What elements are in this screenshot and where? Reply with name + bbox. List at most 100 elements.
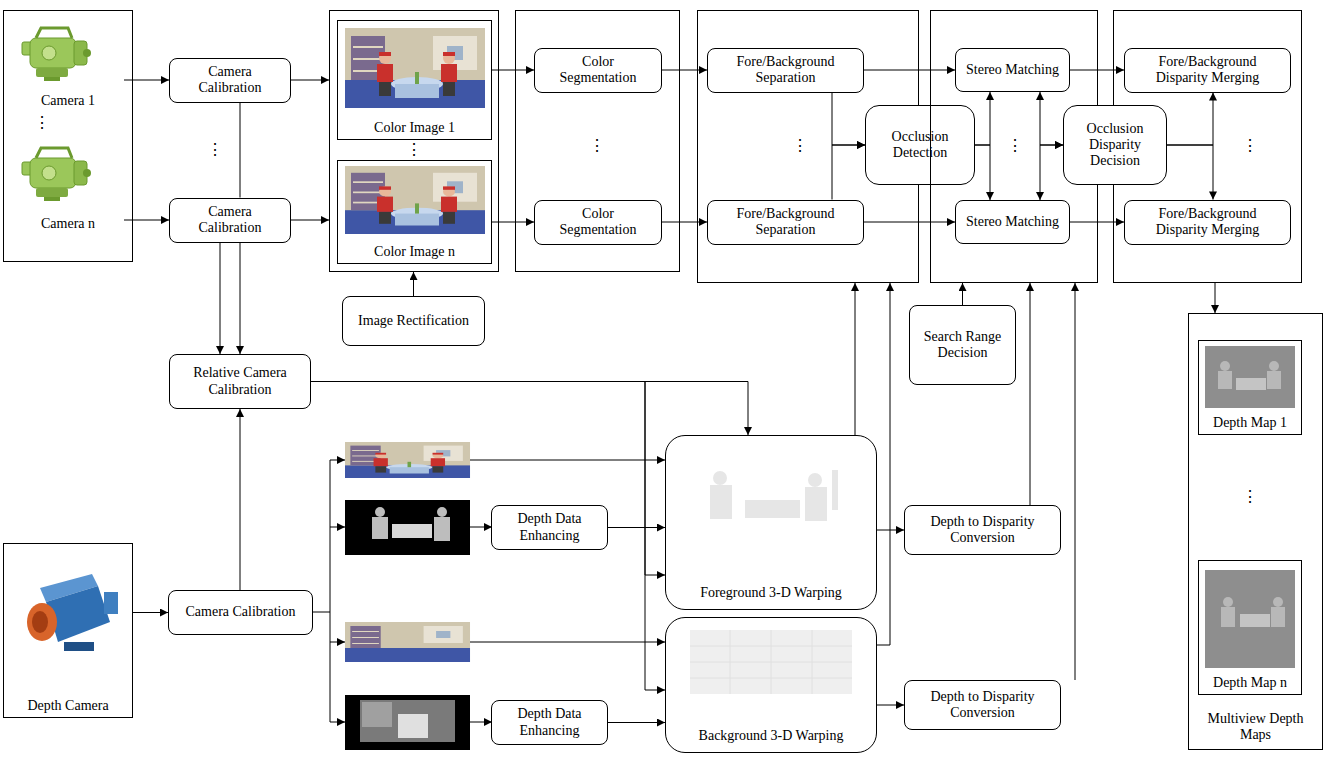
flow-arrow (1070, 222, 1124, 223)
process-box: Camera Calibration (168, 590, 313, 635)
flow-arrow (311, 382, 665, 576)
camera-icon (22, 148, 91, 201)
flow-arrow (240, 409, 241, 590)
node-text: Background 3-D Warping (699, 728, 844, 744)
feed-line (330, 722, 345, 723)
foreground-depth-thumbnail (345, 500, 470, 555)
node-text: Depth Map 1 (1213, 415, 1287, 431)
node-text: Color Segmentation (543, 54, 653, 86)
depth-map-image (1271, 607, 1285, 627)
warping-box: Background 3-D Warping (665, 617, 877, 753)
node-text: Multiview Depth Maps (1193, 711, 1318, 743)
warped-background-image (690, 630, 852, 694)
node-text: Stereo Matching (966, 214, 1059, 230)
process-box: Fore/Background Disparity Merging (1124, 200, 1291, 245)
flow-arrow (877, 530, 904, 531)
camera-icon (22, 28, 91, 81)
node-text: Search Range Decision (918, 329, 1007, 361)
flow-arrow (1215, 283, 1216, 313)
camera-group: Camera 1Camera n (3, 10, 133, 262)
node-text: Camera Calibration (178, 204, 282, 236)
node-text: Camera Calibration (185, 604, 295, 620)
foreground-depth-thumbnail (345, 500, 470, 555)
ellipsis-mark: ⋮ (589, 137, 605, 155)
warping-box: Foreground 3-D Warping (665, 435, 877, 610)
node-text: Color Segmentation (543, 206, 653, 238)
background-depth-thumbnail (362, 702, 392, 727)
depth-map-image (1223, 597, 1233, 607)
warped-foreground-image (745, 500, 800, 518)
node-text: Color Image n (374, 244, 455, 260)
depth-map-image (1236, 378, 1266, 390)
flow-arrow (855, 283, 856, 435)
flow-arrow (662, 222, 707, 223)
feed-line (330, 460, 345, 461)
image-frame: Color Image 1 (337, 20, 492, 140)
node-text: Fore/Background Separation (716, 54, 855, 86)
ellipsis-mark: ⋮ (34, 114, 50, 132)
foreground-color-thumbnail (345, 442, 470, 478)
node-text: Depth Data Enhancing (500, 511, 599, 543)
process-box: Fore/Background Separation (707, 200, 864, 245)
flow-arrow (1040, 145, 1063, 200)
flow-arrow (864, 222, 955, 223)
flow-arrow (220, 243, 221, 355)
node-text: Depth Map n (1213, 675, 1287, 691)
process-box: Camera Calibration (169, 198, 291, 243)
node-text: Depth to Disparity Conversion (913, 514, 1052, 546)
depth-camera-icon (104, 592, 118, 614)
background-depth-thumbnail (360, 700, 455, 742)
depth-map-image (1205, 570, 1295, 668)
feed-line (330, 642, 345, 643)
depth-camera-icon (27, 574, 118, 651)
node-text: Depth to Disparity Conversion (913, 689, 1052, 721)
process-box: Depth to Disparity Conversion (904, 680, 1061, 730)
flow-arrow (1030, 283, 1031, 505)
background-depth-thumbnail (345, 695, 470, 750)
depth-map-image (1269, 361, 1279, 371)
depth-camera-icon (27, 603, 57, 641)
depth-map-image (1205, 346, 1295, 408)
flow-arrow (962, 283, 963, 305)
foreground-depth-thumbnail (392, 524, 432, 538)
flow-arrow (1167, 145, 1213, 200)
depth-map: Depth Map 1 (1198, 340, 1302, 435)
flow-arrow (124, 80, 169, 81)
process-box: Fore/Background Disparity Merging (1124, 48, 1291, 93)
flow-arrow (133, 612, 168, 613)
node-text: Depth Camera (27, 698, 108, 714)
node-text: Depth Data Enhancing (500, 706, 599, 738)
node-text: Occlusion Detection (874, 129, 966, 161)
flow-arrow (291, 80, 329, 81)
feed-line (470, 642, 665, 643)
flow-arrow (608, 722, 665, 723)
flow-arrow (832, 93, 865, 146)
background-depth-thumbnail (398, 714, 428, 738)
ellipsis-mark: ⋮ (406, 141, 422, 159)
camera: Camera n (12, 135, 124, 235)
flow-arrow (1040, 92, 1063, 145)
warped-background-image (690, 630, 852, 694)
camera-icon (22, 28, 91, 81)
output-group: Multiview Depth Maps Depth Map 1 Depth Map… (1188, 313, 1323, 750)
process-box: Relative Camera Calibration (169, 354, 311, 409)
flow-arrow (877, 283, 890, 645)
process-box: Fore/Background Separation (707, 48, 864, 93)
process-box: Stereo Matching (955, 48, 1070, 92)
node-text: Color Image 1 (374, 120, 455, 136)
color-image (345, 166, 485, 234)
warped-foreground-image (805, 487, 827, 521)
process-box: Camera Calibration (169, 58, 291, 103)
process-box: Occlusion Detection (865, 105, 975, 185)
node-text: Stereo Matching (966, 62, 1059, 78)
background-depth-thumbnail (345, 695, 470, 750)
flow-arrow (311, 382, 665, 691)
process-box: Color Segmentation (534, 48, 662, 93)
warped-foreground-image (808, 473, 822, 487)
flow-arrow (240, 243, 241, 355)
warped-foreground-image (713, 471, 727, 485)
depth-camera-icon (32, 611, 48, 633)
feed-line (313, 612, 330, 613)
